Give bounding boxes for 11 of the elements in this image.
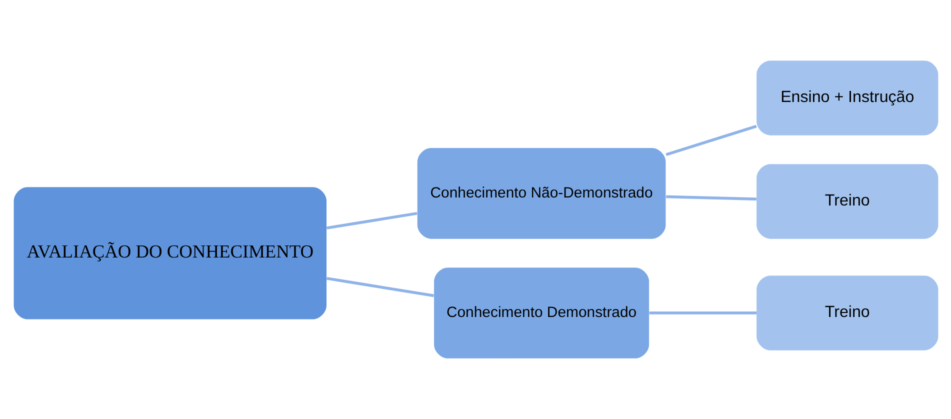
- node-box: Treino: [756, 164, 938, 239]
- connector: [666, 195, 756, 200]
- node-box: AVALIAÇÃO DO CONHECIMENTO: [13, 187, 326, 320]
- node-box: Treino: [756, 276, 938, 350]
- connector: [326, 212, 417, 230]
- node-box: Ensino + Instrução: [756, 60, 938, 136]
- connector: [665, 124, 756, 156]
- node-box: Conhecimento Demonstrado: [434, 268, 649, 358]
- connector: [326, 276, 434, 298]
- node-box: Conhecimento Não-Demonstrado: [416, 148, 666, 239]
- connector: [648, 312, 756, 314]
